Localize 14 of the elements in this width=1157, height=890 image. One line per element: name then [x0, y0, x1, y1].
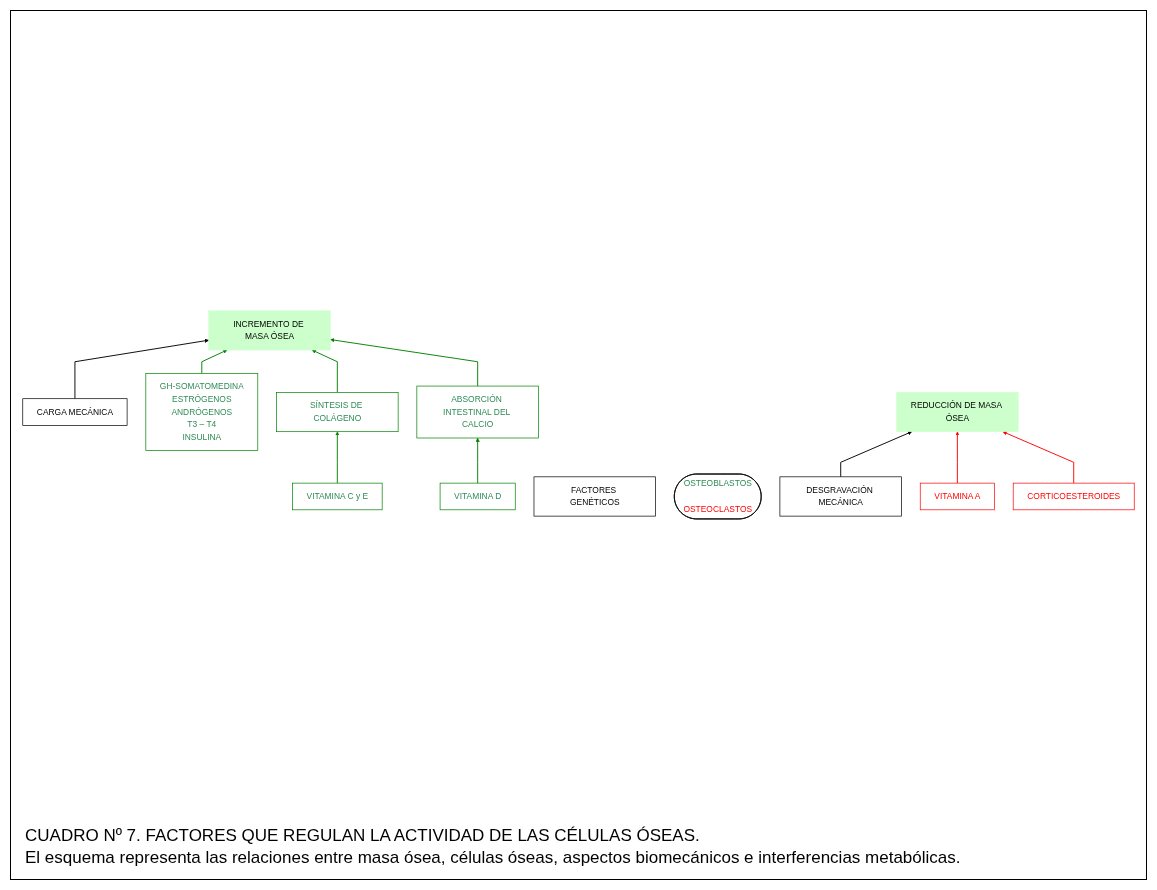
- node-box: ABSORCIÓN INTESTINAL DEL CALCIO: [416, 385, 539, 439]
- node-box: INCREMENTO DE MASA ÓSEA: [208, 310, 331, 351]
- node-box: REDUCCIÓN DE MASA ÓSEA: [896, 392, 1019, 432]
- node-box: GH-SOMATOMEDINA ESTRÓGENOS ANDRÓGENOS T3 – T4 INSULINA: [145, 373, 259, 452]
- node-box: VITAMINA A: [919, 482, 995, 511]
- node-box: CARGA MECÁNICA: [22, 398, 128, 426]
- note-text: El esquema representa las relaciones entre masa ósea, células óseas, aspectos biomecánicos e interferencias metabólicas.: [25, 846, 962, 869]
- node-box: SÍNTESIS DE COLÁGENO: [276, 392, 399, 433]
- node-box: VITAMINA D: [439, 482, 516, 511]
- caption: CUADRO Nº 7. FACTORES QUE REGULAN LA ACTIVIDAD DE LAS CÉLULAS ÓSEAS.: [25, 824, 701, 847]
- node-box: DESGRAVACIÓN MECÁNICA: [779, 476, 902, 517]
- node-box: CORTICOESTEROIDES: [1012, 482, 1135, 511]
- node-box: FACTORES GENÉTICOS: [533, 476, 656, 517]
- node-box: VITAMINA C y E: [292, 482, 383, 511]
